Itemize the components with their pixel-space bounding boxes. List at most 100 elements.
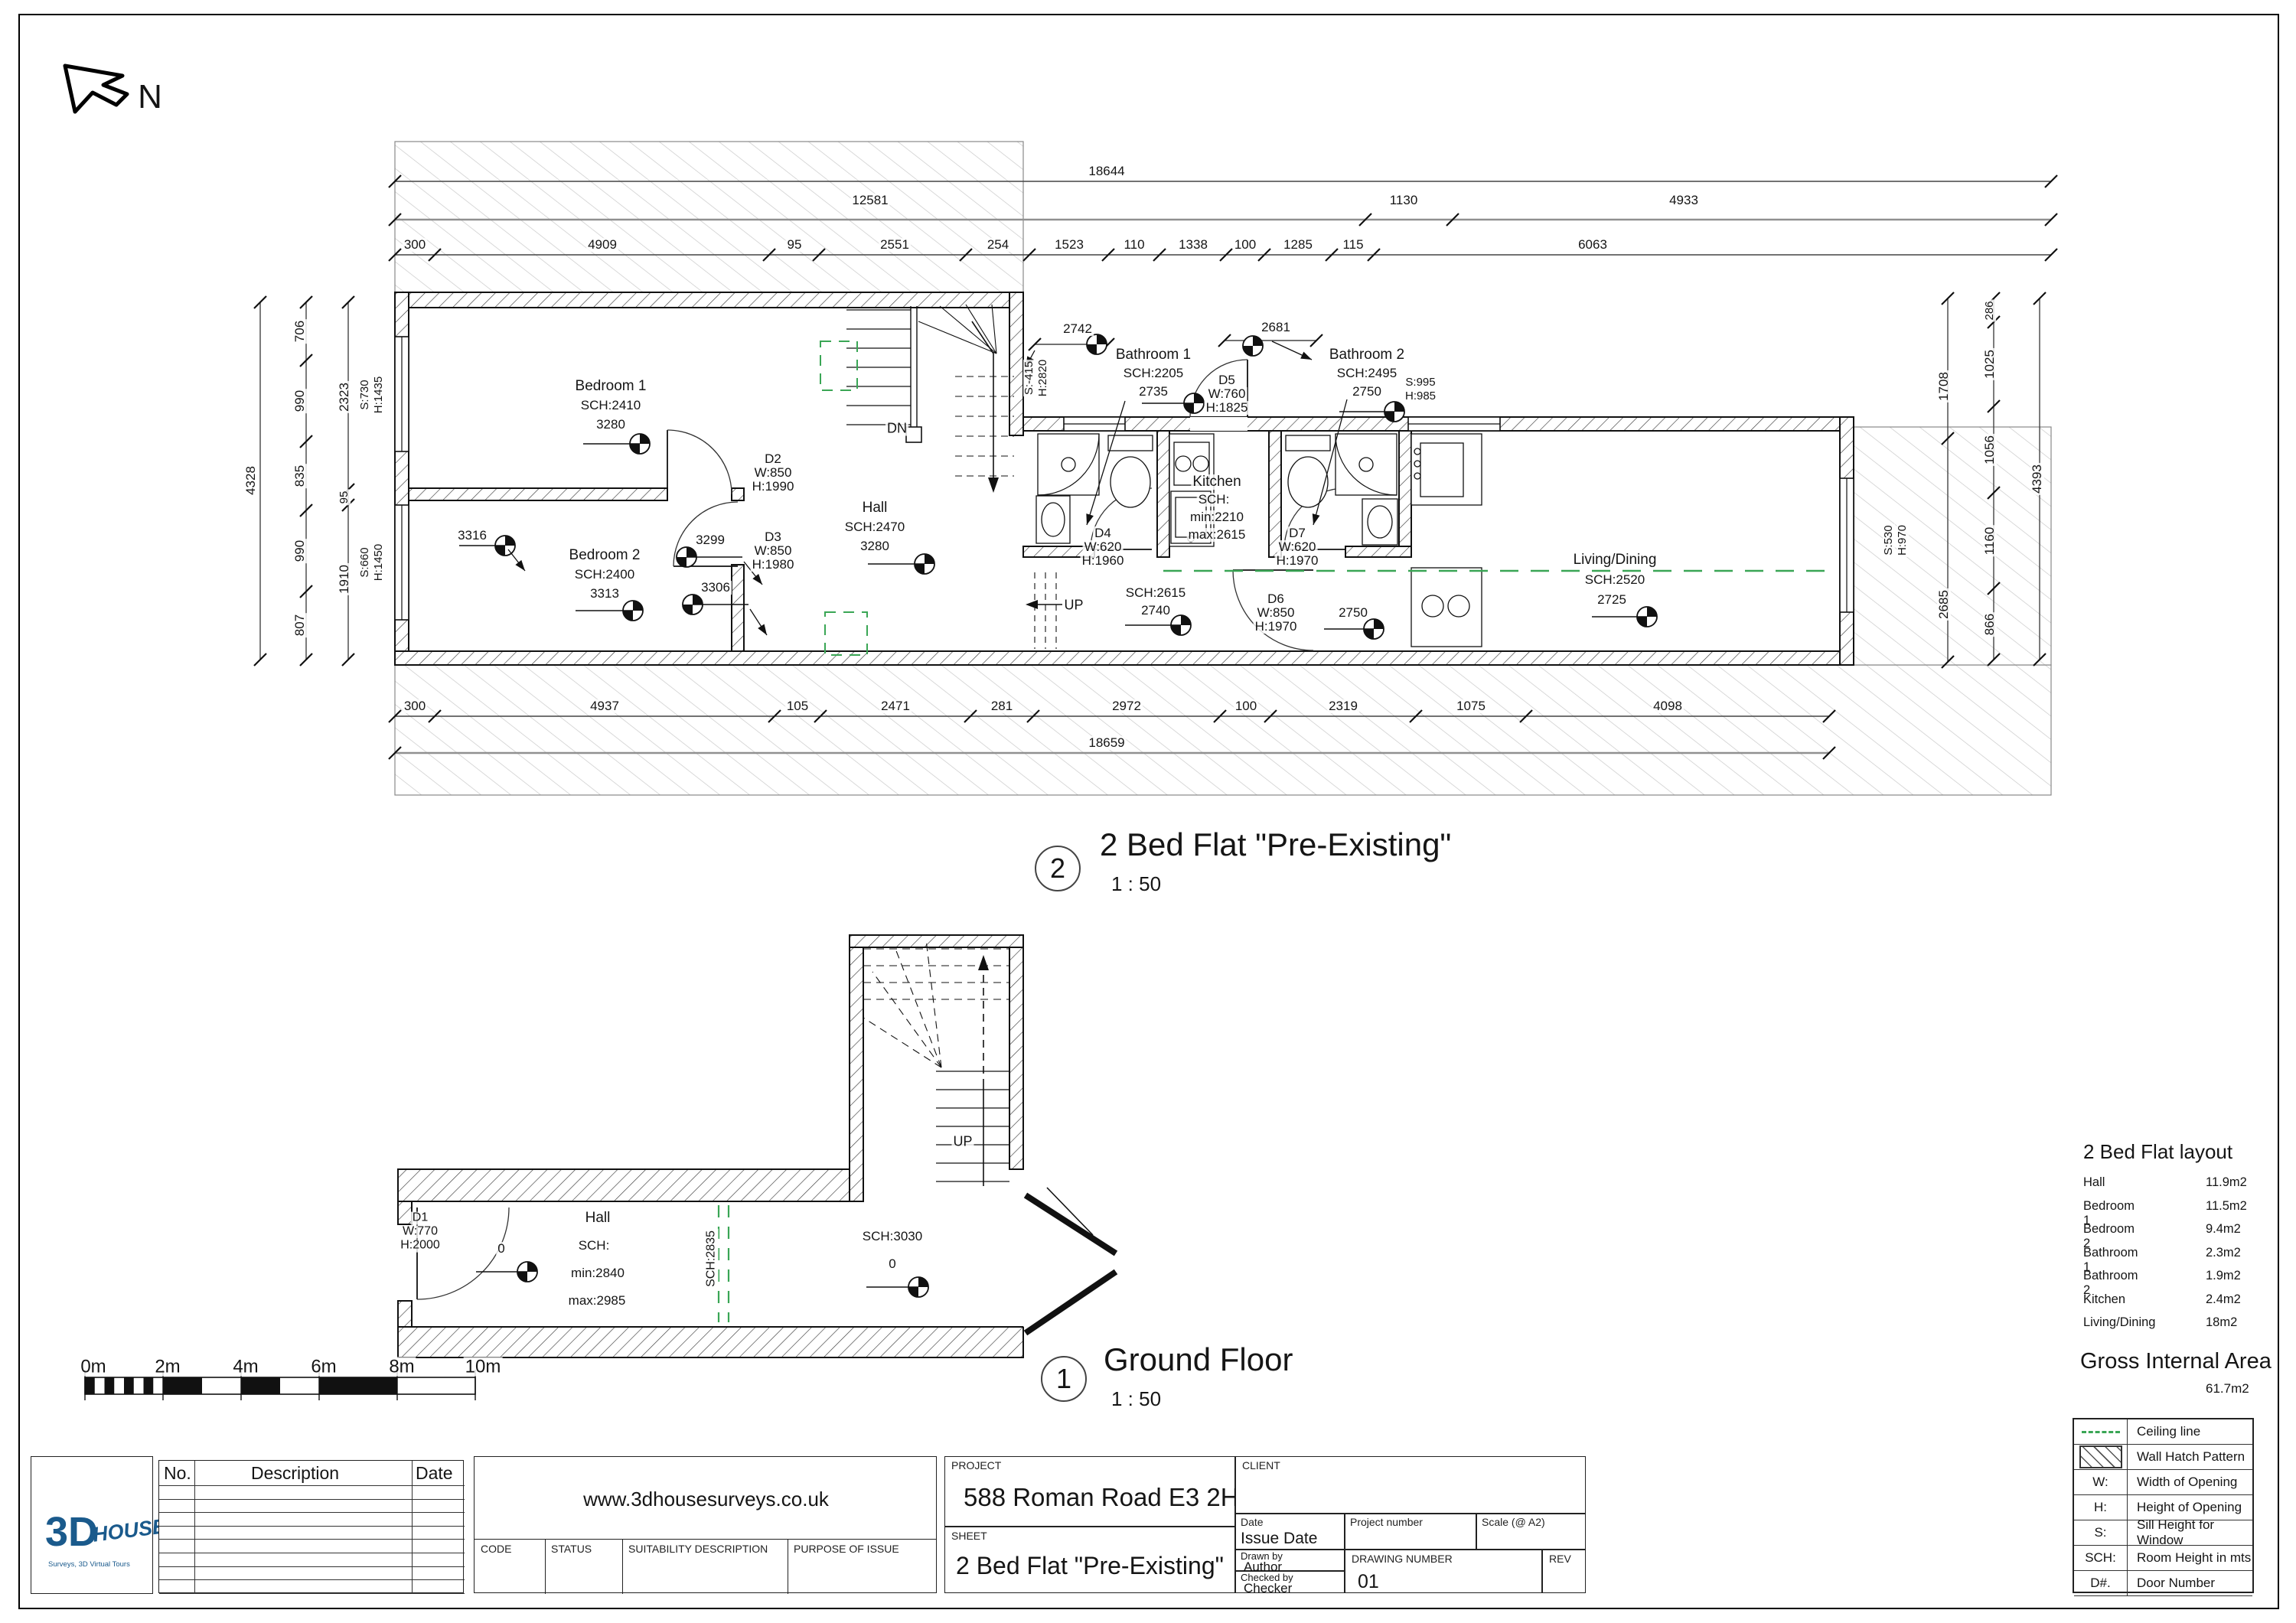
dim-label: 3316 (456, 528, 488, 543)
room-label: SCH:2410 (579, 398, 643, 413)
dim-label: 100 (1233, 699, 1259, 714)
legend-desc: Wall Hatch Pattern (2137, 1449, 2245, 1464)
date-label: Date (1241, 1516, 1264, 1528)
revision-description-header: Description (251, 1463, 340, 1483)
upper-plan-title: 2 Bed Flat "Pre-Existing" (1100, 826, 1452, 862)
legend-row: SCH:Room Height in mts (2074, 1546, 2252, 1571)
sheet-box: SHEET 2 Bed Flat "Pre-Existing" (944, 1527, 1235, 1593)
room-label: 3280 (859, 539, 891, 554)
revision-grid-line (159, 1485, 465, 1486)
room-label: SCH:2520 (1583, 572, 1647, 588)
gross-area-value: 61.7m2 (2206, 1381, 2249, 1396)
room-label: Hall (583, 1210, 612, 1227)
wall-hatch-symbol (2079, 1445, 2122, 1468)
checked-by-box: Checked by Checker (1235, 1571, 1345, 1595)
dim-label: 835 (292, 463, 308, 489)
rev-box: REV (1542, 1550, 1586, 1593)
dim-label: 1338 (1177, 237, 1209, 253)
purpose-label: PURPOSE OF ISSUE (794, 1543, 899, 1555)
door-label: W:850 (1255, 605, 1296, 621)
logo-box: 3D HOUSE Surveys, 3D Virtual Tours (31, 1456, 167, 1594)
door-label: W:620 (1082, 539, 1124, 555)
legend-row: D#.Door Number (2074, 1571, 2252, 1596)
room-label: 3313 (589, 586, 621, 601)
sheet-value: 2 Bed Flat "Pre-Existing" (956, 1552, 1224, 1579)
drawn-by-value: Author (1244, 1559, 1283, 1574)
window-label: S:-415 (1022, 359, 1036, 397)
door-label: D1 (410, 1211, 430, 1225)
area-row-value: 11.9m2 (2206, 1175, 2247, 1189)
dim-label: 300 (402, 699, 428, 714)
revision-table: No. Description Date (158, 1460, 465, 1594)
window-label: S:530 (1882, 523, 1896, 557)
room-label: SCH: (1196, 492, 1231, 507)
revision-grid-line (159, 1525, 465, 1527)
stair-label: UP (951, 1133, 974, 1149)
door-label: W:620 (1277, 539, 1318, 555)
website: www.3dhousesurveys.co.uk (583, 1488, 829, 1511)
dim-label: 2319 (1327, 699, 1359, 714)
legend-desc: Door Number (2137, 1576, 2216, 1590)
legend-row: S: Sill Height for Window (2074, 1517, 2252, 1547)
status-label: STATUS (551, 1543, 592, 1555)
legend-key: H: (2074, 1495, 2128, 1520)
dim-label: 281 (989, 699, 1015, 714)
revision-grid-line (194, 1461, 195, 1594)
sheet-label: SHEET (951, 1530, 987, 1542)
drawing-number-label: DRAWING NUMBER (1352, 1553, 1453, 1565)
area-row-label: Bathroom 2 (2083, 1269, 2138, 1297)
window-label: H:2820 (1036, 357, 1050, 399)
door-label: H:1960 (1080, 553, 1126, 569)
dim-label: 2972 (1110, 699, 1143, 714)
ceiling-line-symbol (2081, 1430, 2120, 1433)
area-row-label: Bathroom 1 (2083, 1245, 2138, 1274)
dim-label: 18644 (1087, 164, 1127, 179)
legend-desc: Width of Opening (2137, 1475, 2238, 1489)
ground-plan-scale: 1 : 50 (1111, 1387, 1162, 1410)
legend-key: S: (2074, 1520, 2128, 1545)
dim-label: 95 (338, 489, 351, 506)
door-label: D4 (1093, 526, 1113, 541)
window-label: S:995 (1404, 376, 1437, 389)
room-label: Bathroom 2 (1327, 347, 1407, 363)
dim-label: 115 (1341, 237, 1365, 253)
scalebar-label: 4m (231, 1356, 260, 1377)
suitability-label: SUITABILITY DESCRIPTION (628, 1543, 768, 1555)
room-label: SCH:2495 (1335, 366, 1399, 381)
window-label: S:660 (358, 546, 372, 579)
room-label: SCH:2470 (843, 520, 907, 535)
revision-date-header: Date (416, 1463, 453, 1483)
dim-label: 2323 (337, 381, 352, 413)
upper-plan-number: 2 (1049, 852, 1066, 884)
dim-label: 2685 (1936, 588, 1952, 621)
north-label: N (136, 77, 164, 116)
rev-label: REV (1549, 1553, 1571, 1565)
area-row-label: Bedroom 2 (2083, 1222, 2135, 1250)
dim-label: 4937 (589, 699, 621, 714)
client-box: CLIENT (1235, 1456, 1586, 1514)
window-label: H:985 (1403, 389, 1438, 403)
area-row-value: 2.3m2 (2206, 1245, 2241, 1260)
room-label: Bedroom 1 (573, 378, 648, 395)
legend-desc: Ceiling line (2137, 1424, 2201, 1439)
door-label: W:850 (752, 465, 794, 481)
ground-plan-number: 1 (1055, 1363, 1072, 1394)
checked-by-value: Checker (1244, 1581, 1293, 1595)
dim-label: 100 (1232, 237, 1258, 253)
sheet-border (18, 14, 2279, 1609)
door-label: D7 (1287, 526, 1307, 541)
scalebar-label: 8m (387, 1356, 416, 1377)
room-label: SCH:3030 (860, 1229, 925, 1244)
door-label: D6 (1266, 592, 1286, 607)
legend-desc: Sill Height for Window (2137, 1517, 2215, 1547)
window-label: H:970 (1896, 523, 1910, 558)
door-label: H:1970 (1253, 619, 1299, 634)
code-label: CODE (481, 1543, 512, 1555)
room-label: 2735 (1137, 384, 1169, 399)
dim-label: 866 (1982, 611, 1998, 637)
area-row-value: 9.4m2 (2206, 1222, 2241, 1236)
door-label: D2 (763, 451, 783, 467)
room-label: Bedroom 2 (567, 547, 642, 564)
dim-label: 6063 (1577, 237, 1609, 253)
